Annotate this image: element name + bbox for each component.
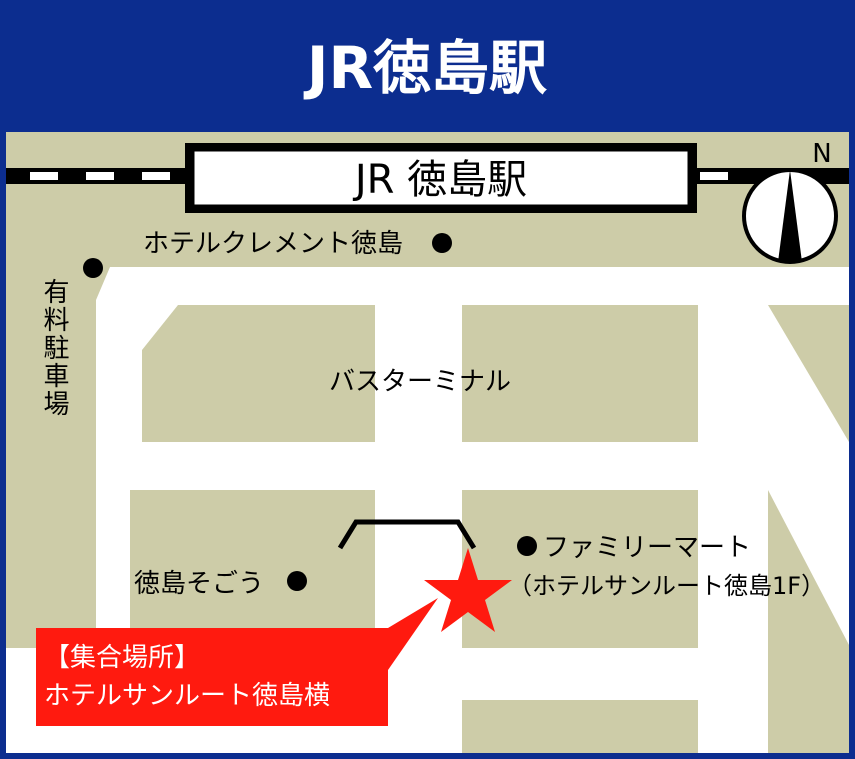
meeting-point-heading: 【集合場所】: [44, 643, 200, 673]
compass-needle-icon: [778, 170, 802, 262]
block-right-upper: [768, 305, 849, 442]
block-center-right: [462, 305, 698, 442]
meeting-point-place: ホテルサンルート徳島横: [44, 681, 330, 711]
bus-terminal-block: [142, 305, 375, 442]
bus-terminal-label: バスターミナル: [329, 367, 511, 397]
sogo-label: 徳島そごう: [134, 569, 264, 599]
header-title: JR徳島駅: [303, 34, 547, 102]
canopy-shape: [337, 519, 477, 550]
compass-north-label: N: [812, 139, 831, 169]
compass: N: [742, 139, 838, 264]
parking-label: 有料駐車場: [39, 278, 69, 418]
hotel-clement-marker: [432, 233, 452, 253]
hotel-clement-label: ホテルクレメント徳島: [143, 229, 403, 259]
parking-marker: [83, 258, 103, 278]
block-right-lower: [768, 490, 849, 753]
meeting-point-callout: [36, 598, 438, 726]
station-building: [191, 148, 691, 208]
familymart-label: ファミリーマート: [543, 533, 751, 563]
sogo-marker: [287, 571, 307, 591]
railway-dashes: [30, 172, 728, 180]
meeting-point-star-icon: [424, 548, 512, 632]
sunroute-block: [462, 490, 698, 648]
familymart-marker: [517, 536, 537, 556]
sogo-block: [130, 490, 375, 648]
station-label: JR 徳島駅: [352, 157, 527, 203]
parking-block: [6, 267, 110, 648]
familymart-sublabel: （ホテルサンルート徳島1F）: [508, 572, 825, 600]
block-bottom-center: [462, 700, 698, 753]
